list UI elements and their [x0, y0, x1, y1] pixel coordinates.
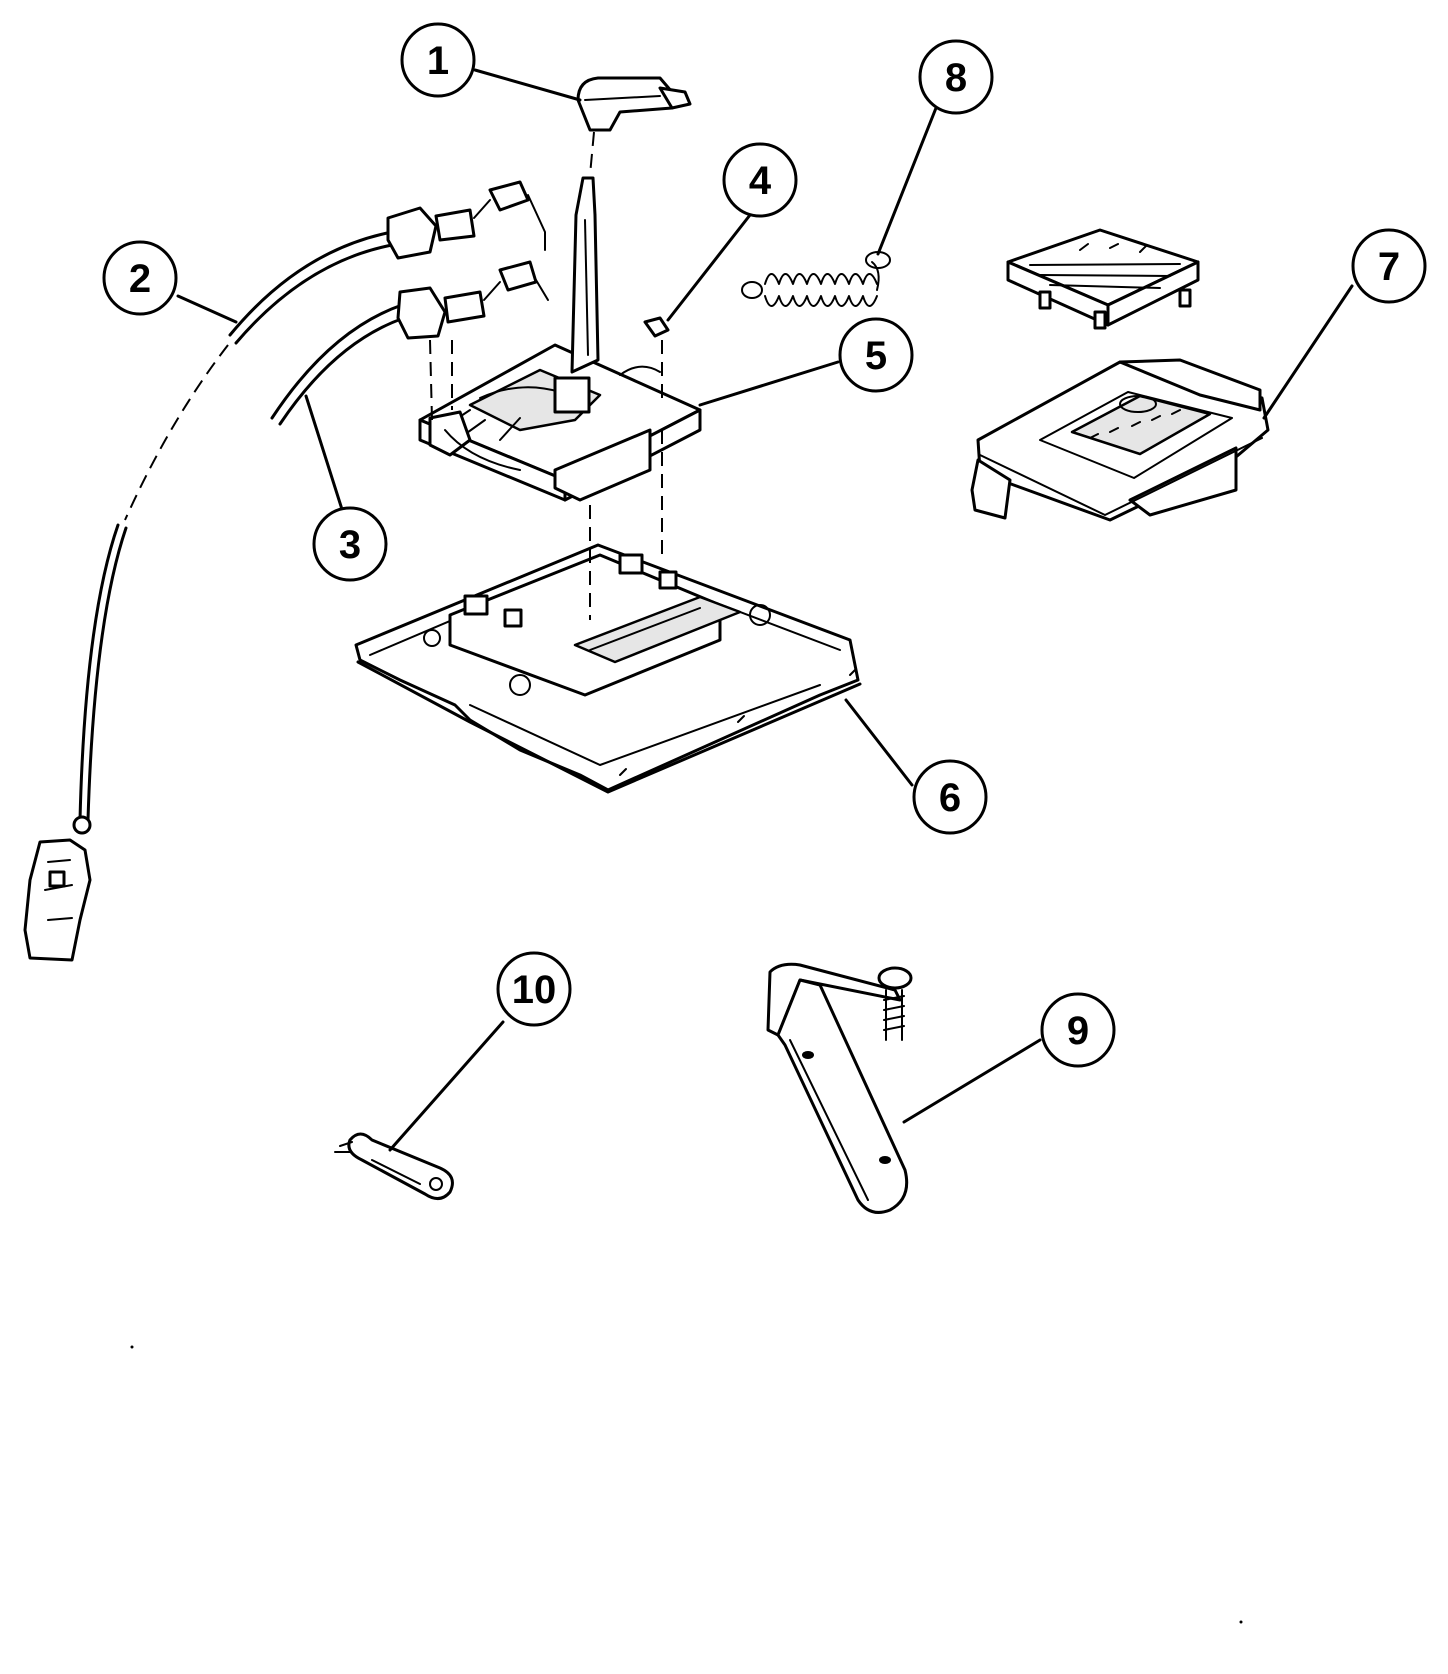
- callout-2: 2: [102, 240, 178, 316]
- callout-label-7: 7: [1378, 245, 1400, 289]
- callout-label-4: 4: [749, 159, 772, 203]
- callout-label-9: 9: [1067, 1009, 1089, 1053]
- part-base-plate: [354, 543, 862, 794]
- part-shift-knob: [576, 76, 692, 132]
- leader-lines: [176, 68, 1354, 1152]
- callout-label-2: 2: [129, 257, 151, 301]
- part-small-lever: [334, 1132, 454, 1200]
- callout-label-1: 1: [427, 39, 449, 83]
- callout-1: 1: [400, 22, 476, 98]
- callout-5: 5: [838, 317, 914, 393]
- callout-3: 3: [312, 506, 388, 582]
- callout-9: 9: [1040, 992, 1116, 1068]
- callout-label-3: 3: [339, 523, 361, 567]
- callout-10: 10: [496, 951, 572, 1027]
- callout-label-5: 5: [865, 334, 887, 378]
- part-spring: [741, 251, 891, 307]
- callout-8: 8: [918, 39, 994, 115]
- callout-7: 7: [1351, 228, 1427, 304]
- part-shifter-housing: [418, 343, 702, 502]
- speck: [130, 1345, 134, 1349]
- callout-label-8: 8: [945, 56, 967, 100]
- speck: [1239, 1620, 1243, 1624]
- part-clip: [643, 316, 670, 400]
- part-shift-lever: [570, 131, 600, 374]
- callout-6: 6: [912, 759, 988, 835]
- part-bracket: [766, 962, 913, 1214]
- callout-4: 4: [722, 142, 798, 218]
- callout-label-10: 10: [512, 968, 557, 1012]
- part-shift-cable: [23, 180, 546, 962]
- callout-label-6: 6: [939, 776, 961, 820]
- part-interlock-cable: [270, 260, 549, 426]
- part-bezel: [970, 228, 1270, 522]
